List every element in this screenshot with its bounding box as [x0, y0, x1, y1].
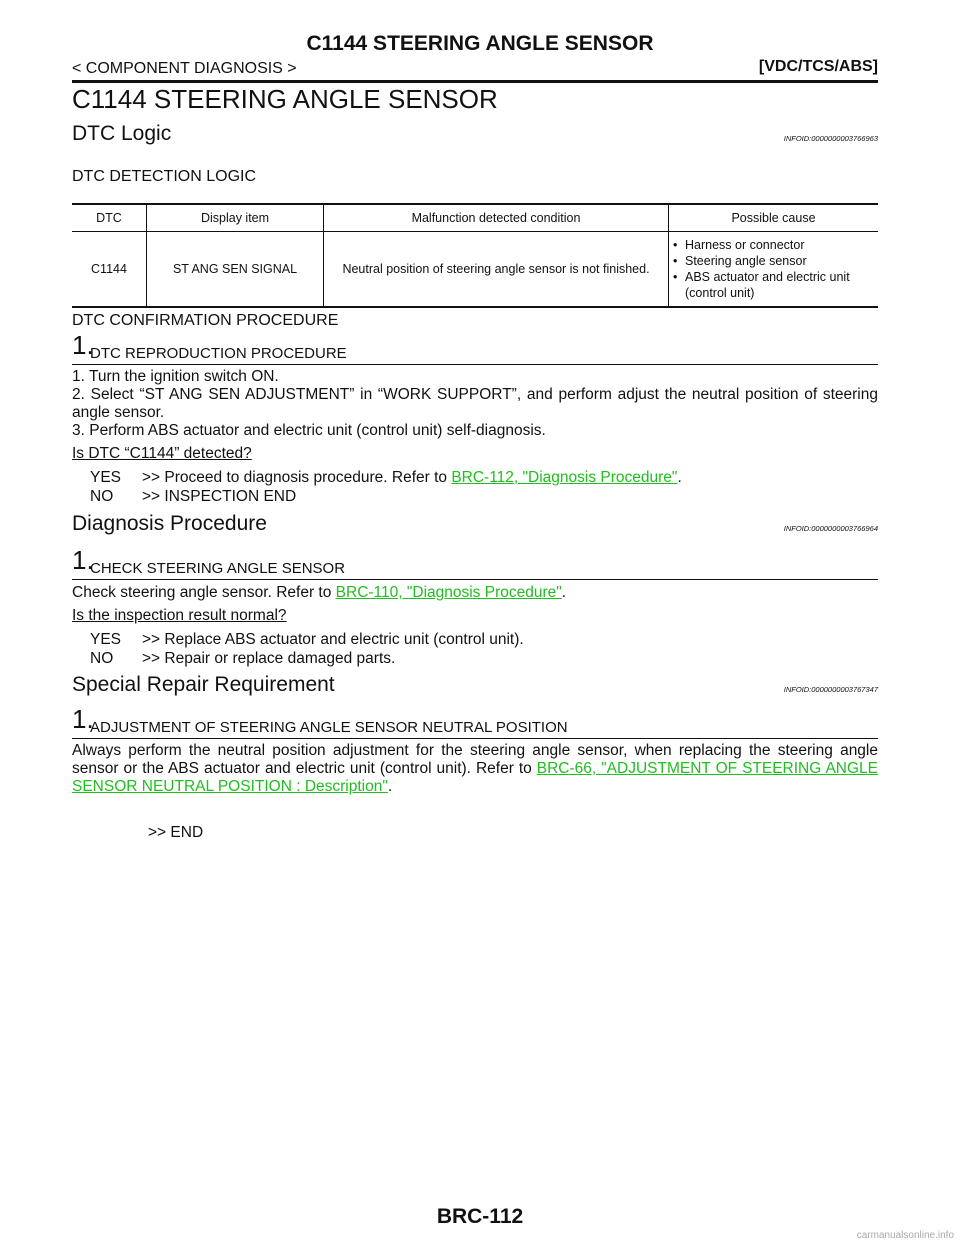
system-tag: [VDC/TCS/ABS]	[758, 58, 878, 75]
end-marker: >> END	[148, 824, 204, 841]
link-brc-112[interactable]: BRC-112, "Diagnosis Procedure"	[451, 469, 678, 486]
step-reproduction: 1. DTC REPRODUCTION PROCEDURE	[72, 330, 878, 365]
answer-block: YES >> Replace ABS actuator and electric…	[90, 630, 524, 668]
step-number: 1.	[72, 545, 94, 575]
column-header: Malfunction detected condition	[323, 203, 669, 232]
answer-no: NO >> INSPECTION END	[90, 487, 682, 506]
answer-yes: YES >> Proceed to diagnosis procedure. R…	[90, 468, 682, 487]
instruction-list: 1. Turn the ignition switch ON. 2. Selec…	[72, 368, 878, 440]
step-check-sensor: 1. CHECK STEERING ANGLE SENSOR	[72, 545, 878, 580]
step-adjustment: 1. ADJUSTMENT OF STEERING ANGLE SENSOR N…	[72, 704, 878, 739]
cause-list: Harness or connector Steering angle sens…	[673, 237, 874, 301]
page-title: C1144 STEERING ANGLE SENSOR	[72, 84, 498, 114]
header-rule	[72, 80, 878, 83]
header-title: C1144 STEERING ANGLE SENSOR	[306, 32, 654, 55]
no-label: NO	[90, 488, 114, 505]
condition-cell: Neutral position of steering angle senso…	[323, 231, 669, 308]
step-title: ADJUSTMENT OF STEERING ANGLE SENSOR NEUT…	[90, 719, 568, 736]
list-item: Steering angle sensor	[673, 253, 874, 269]
question-normal: Is the inspection result normal?	[72, 607, 287, 624]
column-header: Possible cause	[668, 203, 878, 232]
step-number: 1.	[72, 330, 94, 360]
possible-cause-cell: Harness or connector Steering angle sens…	[668, 231, 878, 308]
detection-logic-heading: DTC DETECTION LOGIC	[72, 168, 257, 185]
watermark: carmanualsonline.info	[856, 1230, 954, 1241]
diagnosis-text: Check steering angle sensor. Refer to BR…	[72, 584, 878, 602]
answer-yes: YES >> Replace ABS actuator and electric…	[90, 630, 524, 649]
answer-block: YES >> Proceed to diagnosis procedure. R…	[90, 468, 682, 506]
special-text: Always perform the neutral position adju…	[72, 742, 878, 796]
no-text: >> Repair or replace damaged parts.	[142, 650, 396, 667]
link-brc-110[interactable]: BRC-110, "Diagnosis Procedure"	[335, 584, 562, 601]
step-number: 1.	[72, 704, 94, 734]
special-infoid: INFOID:0000000003767347	[783, 685, 878, 694]
yes-label: YES	[90, 631, 122, 648]
diagnosis-heading: Diagnosis Procedure	[72, 512, 267, 535]
table-row: C1144 ST ANG SEN SIGNAL Neutral position…	[72, 231, 878, 308]
step-title: CHECK STEERING ANGLE SENSOR	[90, 560, 346, 577]
step-title: DTC REPRODUCTION PROCEDURE	[90, 345, 347, 362]
page-number: BRC-112	[436, 1205, 524, 1228]
no-text: >> INSPECTION END	[142, 488, 297, 505]
diagnosis-text-body: Check steering angle sensor. Refer to	[72, 584, 336, 601]
instruction-2: 2. Select “ST ANG SEN ADJUSTMENT” in “WO…	[72, 386, 878, 421]
special-suffix: .	[387, 778, 393, 795]
dtc-code-cell: C1144	[72, 231, 147, 308]
dtc-logic-heading: DTC Logic	[72, 122, 172, 145]
instruction-1: 1. Turn the ignition switch ON.	[72, 368, 279, 385]
answer-no: NO >> Repair or replace damaged parts.	[90, 649, 524, 668]
yes-label: YES	[90, 469, 122, 486]
column-header: Display item	[146, 203, 324, 232]
dtc-table: DTC Display item Malfunction detected co…	[72, 203, 878, 308]
column-header: DTC	[72, 203, 147, 232]
yes-text: >> Proceed to diagnosis procedure. Refer…	[142, 469, 452, 486]
special-text-body: Always perform the neutral position adju…	[72, 742, 878, 777]
yes-text: >> Replace ABS actuator and electric uni…	[142, 631, 524, 648]
table-header-row: DTC Display item Malfunction detected co…	[72, 203, 878, 232]
breadcrumb: < COMPONENT DIAGNOSIS >	[72, 60, 297, 77]
display-item-cell: ST ANG SEN SIGNAL	[146, 231, 324, 308]
no-label: NO	[90, 650, 114, 667]
link-brc-66[interactable]: BRC-66, "ADJUSTMENT OF STEERING ANGLE SE…	[72, 760, 878, 795]
instruction-3: 3. Perform ABS actuator and electric uni…	[72, 422, 546, 439]
yes-suffix: .	[677, 469, 682, 486]
confirmation-heading: DTC CONFIRMATION PROCEDURE	[72, 312, 339, 329]
diagnosis-suffix: .	[561, 584, 567, 601]
special-heading: Special Repair Requirement	[72, 673, 335, 696]
list-item: ABS actuator and electric unit (control …	[673, 269, 874, 301]
dtc-logic-infoid: INFOID:0000000003766963	[783, 134, 878, 143]
diagnosis-infoid: INFOID:0000000003766964	[783, 524, 878, 533]
list-item: Harness or connector	[673, 237, 874, 253]
question-dtc: Is DTC “C1144” detected?	[72, 445, 252, 462]
